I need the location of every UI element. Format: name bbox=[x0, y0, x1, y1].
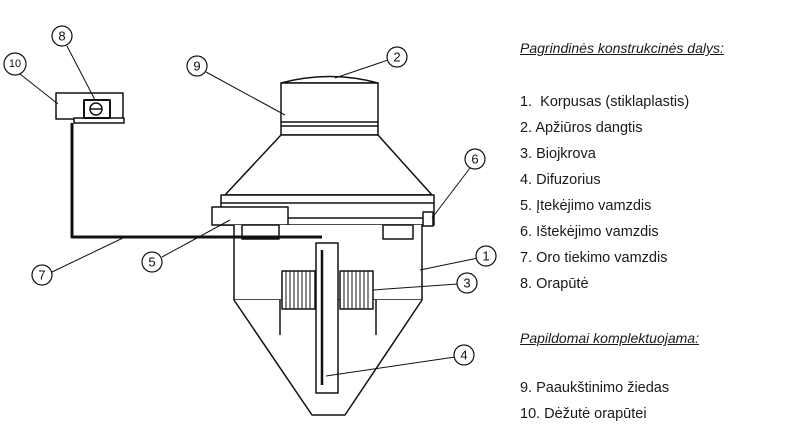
legend-item: 3. Biojkrova bbox=[520, 146, 596, 162]
legend-item: 6. Ištekėjimo vamzdis bbox=[520, 224, 659, 240]
legend-item: 8. Orapūtė bbox=[520, 276, 589, 292]
parts-legend: Pagrindinės konstrukcinės dalys: 1. Korp… bbox=[520, 0, 795, 432]
legend-item: 1. Korpusas (stiklaplastis) bbox=[520, 94, 690, 110]
callout-10: 10 bbox=[9, 58, 21, 70]
callout-9: 9 bbox=[193, 59, 200, 74]
housing-cone-shape bbox=[224, 134, 433, 196]
inspection-lid-shape bbox=[280, 75, 379, 84]
legend-item: 4. Difuzorius bbox=[520, 172, 601, 188]
legend-item: 10. Dėžutė orapūtei bbox=[520, 406, 647, 422]
diffuser-column-shape bbox=[315, 242, 339, 394]
bio-media-shape bbox=[281, 270, 374, 310]
callout-2: 2 bbox=[393, 50, 400, 65]
main-parts-heading: Pagrindinės konstrukcinės dalys: bbox=[520, 40, 724, 56]
technical-drawing: 1 2 3 4 5 6 7 8 9 10 bbox=[3, 25, 497, 416]
callout-7: 7 bbox=[38, 268, 45, 283]
callout-8: 8 bbox=[58, 29, 65, 44]
optional-parts-heading: Papildomai komplektuojama: bbox=[520, 330, 699, 346]
air-supply-pipe-shape bbox=[70, 123, 322, 239]
callout-4: 4 bbox=[460, 348, 467, 363]
callout-3: 3 bbox=[463, 276, 470, 291]
blower-shape bbox=[83, 99, 111, 119]
callout-5: 5 bbox=[148, 255, 155, 270]
legend-item: 2. Apžiūros dangtis bbox=[520, 120, 643, 136]
callout-1: 1 bbox=[482, 249, 489, 264]
legend-item: 9. Paaukštinimo žiedas bbox=[520, 380, 670, 396]
legend-item: 5. Įtekėjimo vamzdis bbox=[520, 198, 652, 214]
raising-ring-shape bbox=[280, 82, 379, 136]
callout-6: 6 bbox=[471, 152, 478, 167]
legend-item: 7. Oro tiekimo vamzdis bbox=[520, 250, 668, 266]
